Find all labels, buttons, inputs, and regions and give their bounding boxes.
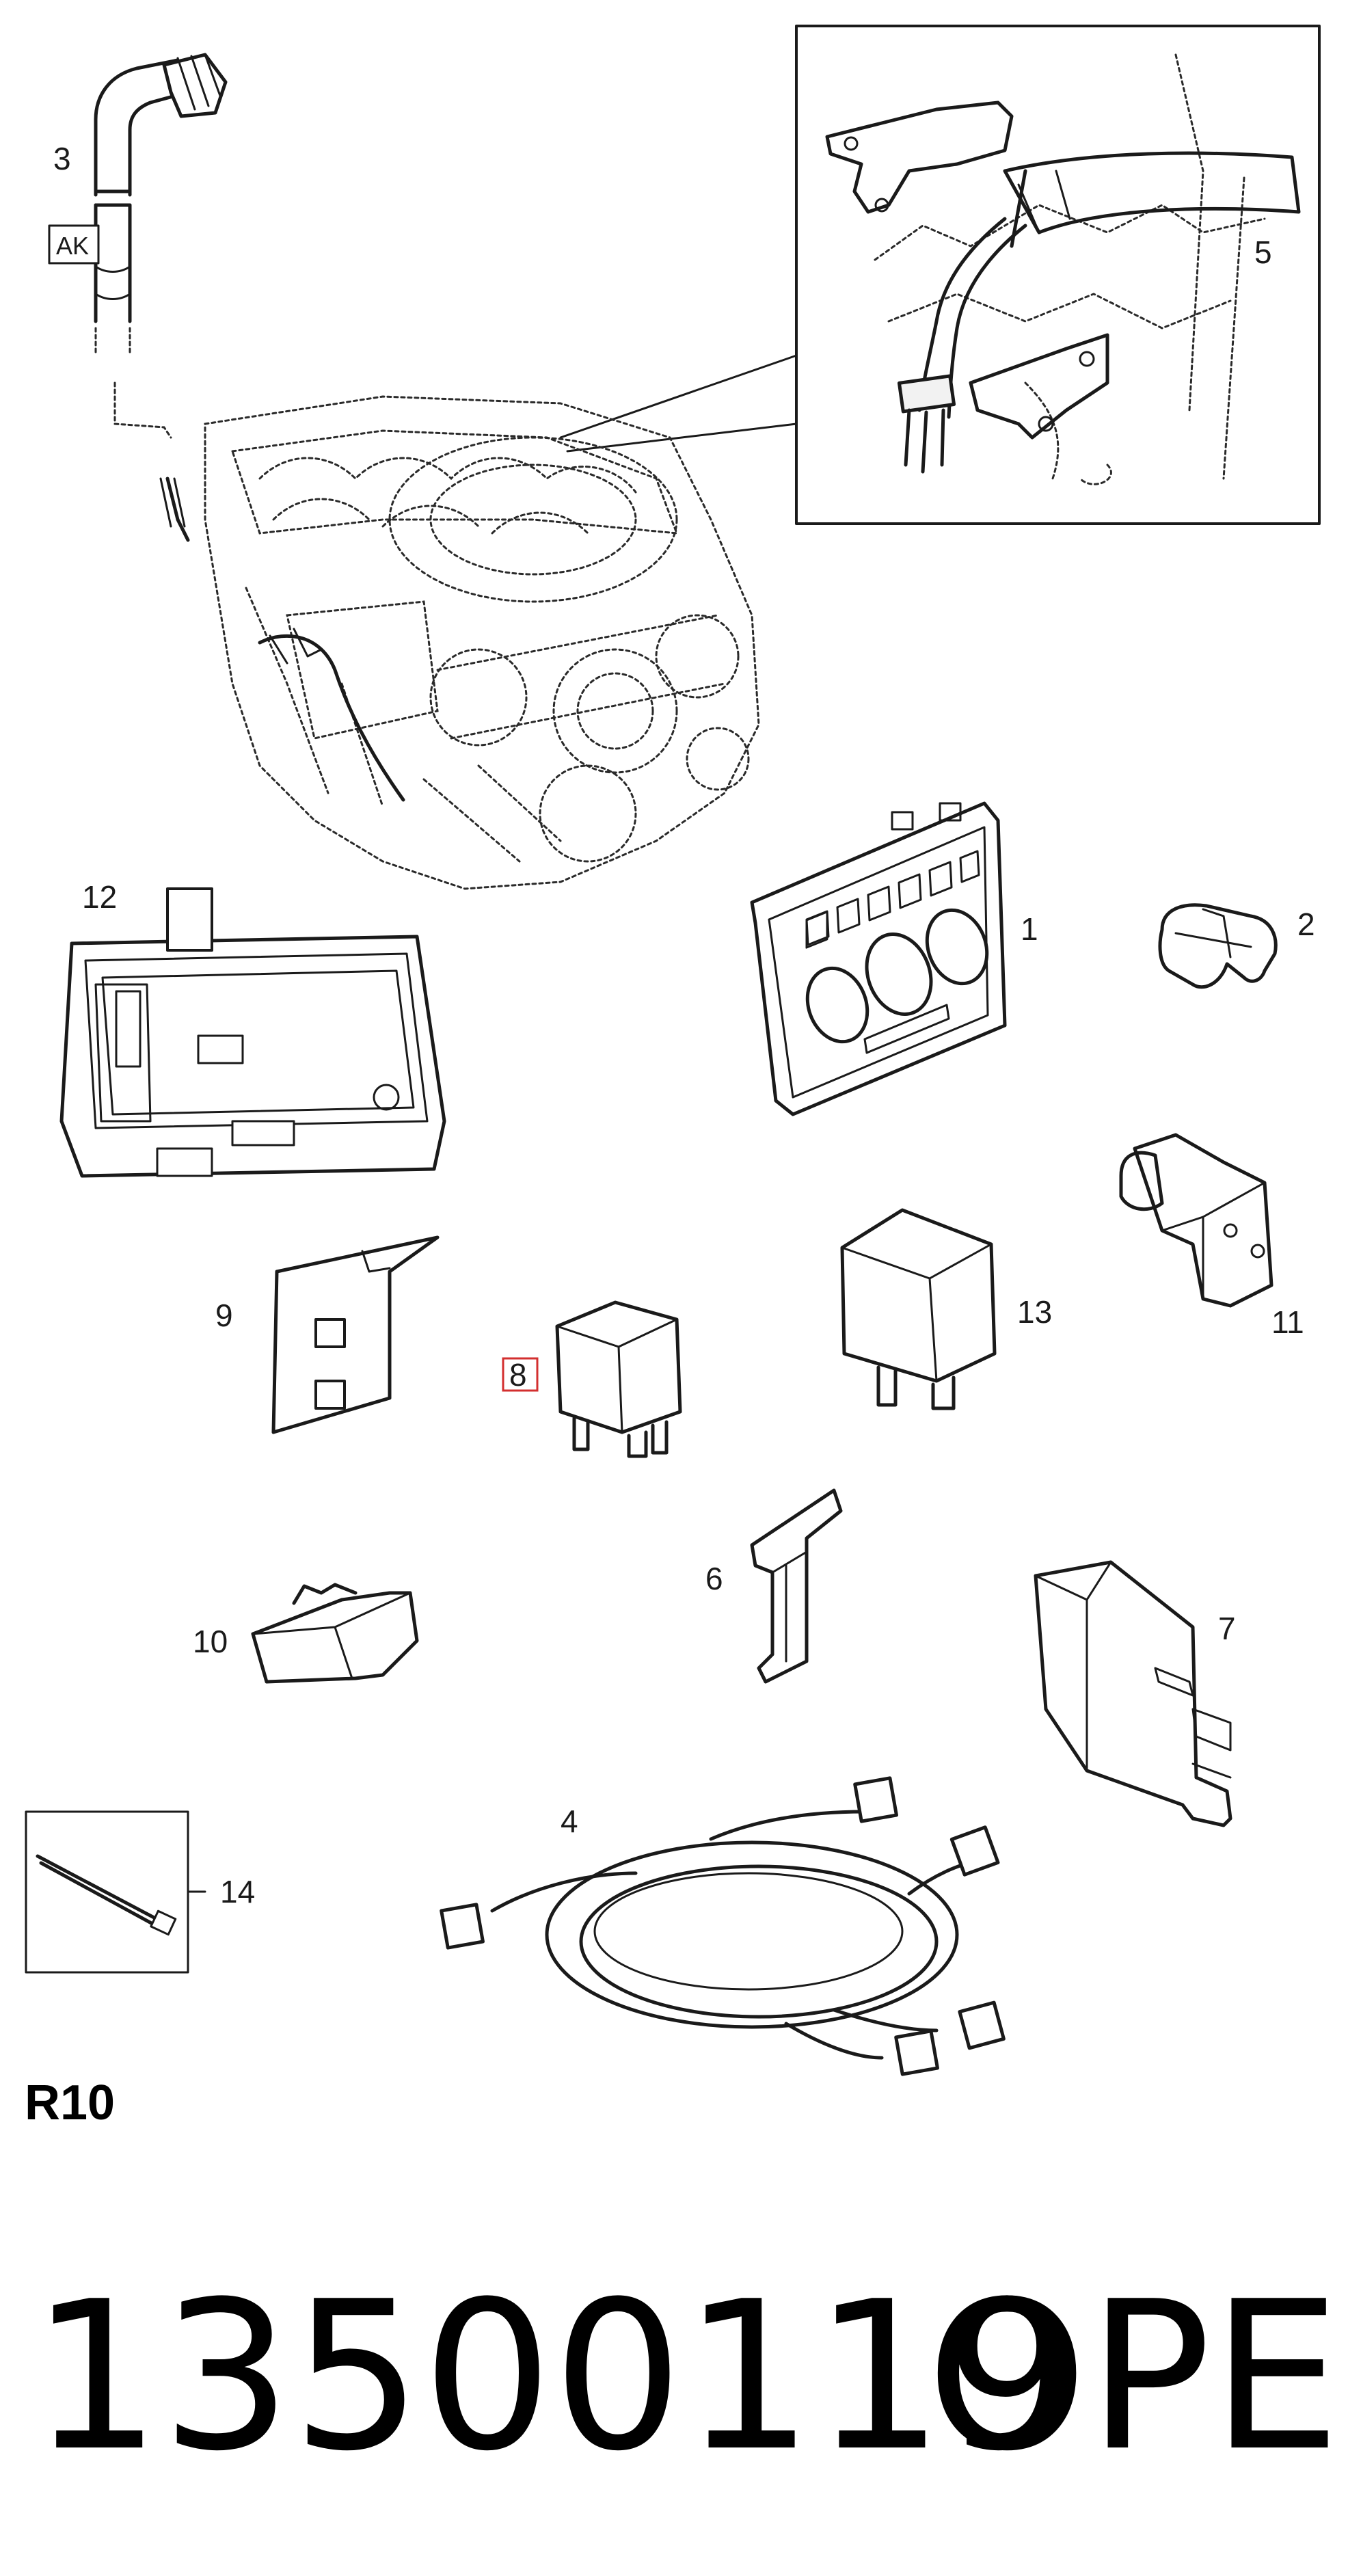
callout-3: 3 [53, 141, 71, 176]
part-14-cable-tie: 14 [25, 1810, 255, 1974]
callout-14: 14 [220, 1874, 255, 1909]
part-8-relay: 8 [502, 1300, 682, 1458]
brand-name: OPEL [926, 2257, 1348, 2496]
callout-9: 9 [215, 1298, 233, 1333]
section-code: R10 [25, 2076, 115, 2130]
part-10-switch: 10 [193, 1583, 419, 1684]
callout-8: 8 [509, 1357, 527, 1393]
part-2-clip: 2 [1158, 903, 1315, 989]
callout-2: 2 [1297, 907, 1315, 942]
part-7-bracket: 7 [1034, 1560, 1236, 1827]
inset-leader [559, 354, 798, 453]
part-6-bracket: 6 [705, 1488, 843, 1684]
part-11-bracket: 11 [1119, 1133, 1304, 1340]
callout-12: 12 [82, 879, 117, 915]
callout-6: 6 [705, 1561, 723, 1596]
hose-tag-text: AK [56, 232, 89, 260]
part-number: 13500119 [31, 2257, 1075, 2496]
part-13-relay-box: 13 [840, 1208, 1052, 1410]
part-4-wiring-harness: 4 [440, 1776, 1006, 2076]
inset-detail-5: 5 [795, 25, 1321, 525]
callout-1: 1 [1021, 911, 1038, 947]
engine-illustration [159, 395, 760, 890]
callout-7: 7 [1218, 1611, 1236, 1646]
part-3-hose: AK 3 [48, 53, 228, 439]
callout-10: 10 [193, 1624, 228, 1659]
part-9-plate: 9 [215, 1235, 440, 1434]
callout-11: 11 [1271, 1304, 1304, 1340]
part-12-tray: 12 [59, 879, 446, 1178]
part-1-control-panel: 1 [750, 801, 1038, 1116]
callout-8-highlight [502, 1357, 539, 1392]
callout-5: 5 [1254, 234, 1272, 270]
callout-4: 4 [561, 1803, 578, 1839]
callout-13: 13 [1017, 1294, 1052, 1330]
